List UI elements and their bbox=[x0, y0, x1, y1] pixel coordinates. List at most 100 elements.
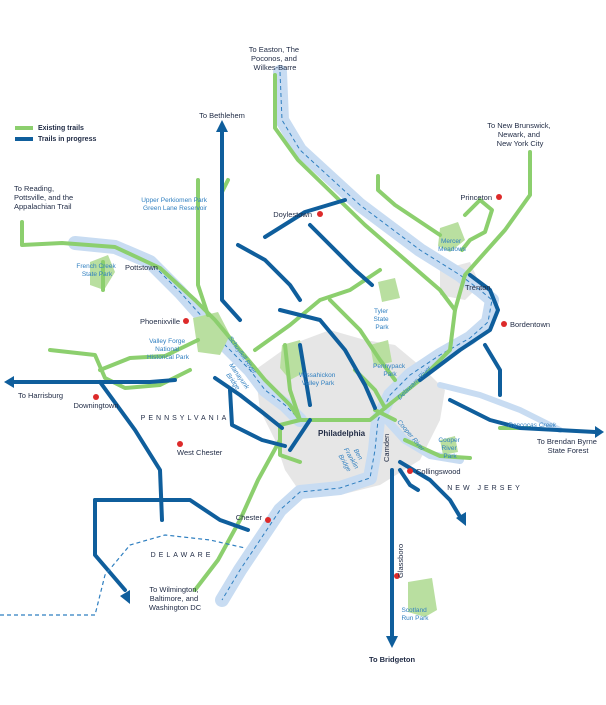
dest-brendan-byrne: To Brendan Byrne State Forest bbox=[537, 437, 599, 455]
trail-wissahickon-blue bbox=[298, 343, 312, 407]
trail-center-ne bbox=[328, 298, 397, 382]
park-french-creek: French Creek State Park bbox=[76, 263, 117, 278]
trail-doylestown bbox=[263, 198, 347, 239]
state-new-jersey: NEW JERSEY bbox=[447, 485, 523, 492]
legend-existing-label: Existing trails bbox=[38, 125, 84, 132]
dest-new-brunswick: To New Brunswick, Newark, and New York C… bbox=[487, 121, 552, 148]
rancocas-creek bbox=[437, 382, 563, 433]
trail-center-diagonal bbox=[253, 268, 382, 352]
legend: Existing trails Trails in progress bbox=[15, 125, 96, 143]
trail-bethlehem bbox=[220, 126, 242, 322]
trails-in-progress bbox=[4, 120, 604, 648]
park-cooper-river: Cooper River Park bbox=[438, 437, 461, 460]
trail-cooper bbox=[403, 438, 472, 460]
trail-reading bbox=[20, 220, 197, 302]
valley-forge-park-shape bbox=[193, 312, 230, 355]
trail-camden bbox=[373, 408, 397, 422]
trail-delaware-blue bbox=[418, 273, 500, 382]
bordentown-marker bbox=[501, 321, 507, 327]
trail-chester-west bbox=[93, 498, 250, 532]
park-pennypack: Pennypack Park bbox=[373, 363, 407, 378]
trail-north-spur bbox=[376, 174, 442, 237]
chester-marker bbox=[265, 517, 271, 523]
parks bbox=[90, 222, 465, 617]
trail-southwest-1 bbox=[213, 376, 284, 430]
state-labels: PENNSYLVANIA NEW JERSEY DELAWARE bbox=[141, 415, 523, 559]
trail-delaware-east bbox=[383, 308, 457, 410]
town-philadelphia: Philadelphia bbox=[318, 429, 366, 438]
trail-princeton-loop bbox=[460, 198, 494, 252]
trail-wissahickon bbox=[283, 343, 302, 422]
trail-harrisburg bbox=[12, 378, 177, 384]
trail-downingtown-south bbox=[98, 380, 164, 522]
trail-easton bbox=[273, 73, 457, 312]
cooper-river-park-shape bbox=[440, 436, 458, 455]
water-rancocas: Rancocas Creek bbox=[508, 422, 557, 429]
arrow-brendan-byrne bbox=[595, 426, 604, 438]
pennypack-park-shape bbox=[370, 340, 392, 366]
tyler-park-shape bbox=[378, 278, 400, 302]
mercer-meadows-shape bbox=[438, 222, 465, 252]
park-tyler: Tyler State Park bbox=[374, 308, 391, 331]
trail-nj-spur bbox=[398, 468, 420, 492]
trail-brendan-byrne bbox=[448, 398, 597, 434]
legend-progress-label: Trails in progress bbox=[38, 136, 96, 143]
trail-schuylkill bbox=[193, 298, 302, 422]
town-trenton: Trenton bbox=[465, 283, 491, 292]
doylestown-marker bbox=[317, 211, 323, 217]
park-labels: Upper Perkiomen Park Green Lane Reservoi… bbox=[76, 197, 466, 622]
arrow-harrisburg bbox=[4, 376, 14, 388]
trail-southwest-2 bbox=[228, 388, 287, 448]
dest-bridgeton: To Bridgeton bbox=[369, 655, 416, 664]
town-glassboro: Glassboro bbox=[396, 544, 405, 578]
arrow-collingswood bbox=[456, 512, 466, 526]
dest-bethlehem: To Bethlehem bbox=[199, 111, 245, 120]
town-camden: Camden bbox=[382, 434, 391, 462]
destination-labels: To Easton, The Poconos, and Wilkes-Barre… bbox=[14, 45, 599, 664]
trail-upper-north bbox=[196, 178, 210, 317]
dest-wilmington: To Wilmington, Baltimore, and Washington… bbox=[149, 585, 202, 612]
dest-harrisburg: To Harrisburg bbox=[18, 391, 63, 400]
trail-philly-west bbox=[278, 423, 302, 464]
trail-bordentown bbox=[483, 343, 502, 397]
phoenixville-marker bbox=[183, 318, 189, 324]
water-ben-franklin: Ben Franklin Bridge bbox=[335, 443, 367, 476]
arrow-wilmington-west bbox=[120, 590, 130, 604]
town-bordentown: Bordentown bbox=[510, 320, 550, 329]
downingtown-marker bbox=[93, 394, 99, 400]
park-wissahickon: Wissahickon Valley Park bbox=[299, 372, 337, 387]
trail-new-york bbox=[453, 150, 532, 312]
trail-wilmington bbox=[193, 438, 282, 592]
glassboro-marker bbox=[394, 573, 400, 579]
trail-ne-grid-2 bbox=[308, 223, 374, 287]
dest-reading: To Reading, Pottsville, and the Appalach… bbox=[14, 184, 75, 211]
west-chester-marker bbox=[177, 441, 183, 447]
trail-collingswood bbox=[398, 460, 464, 522]
state-delaware: DELAWARE bbox=[151, 552, 214, 559]
arrow-bethlehem bbox=[216, 120, 228, 132]
park-mercer: Mercer Meadows bbox=[438, 238, 467, 253]
town-pottstown: Pottstown bbox=[125, 263, 158, 272]
arrow-bridgeton bbox=[386, 636, 398, 648]
trail-west-chester bbox=[93, 498, 127, 592]
delaware-river-line bbox=[221, 71, 493, 601]
delaware-state-border bbox=[0, 534, 246, 616]
trail-ne-grid-1 bbox=[236, 243, 302, 302]
trail-valley-forge-west bbox=[98, 338, 200, 372]
town-chester: Chester bbox=[236, 513, 263, 522]
state-pennsylvania: PENNSYLVANIA bbox=[141, 415, 230, 422]
town-west-chester: West Chester bbox=[177, 448, 223, 457]
princeton-marker bbox=[496, 194, 502, 200]
town-collingswood: Collingswood bbox=[416, 467, 461, 476]
town-princeton: Princeton bbox=[460, 193, 492, 202]
collingswood-marker bbox=[407, 468, 413, 474]
trail-philly-loop bbox=[278, 406, 387, 427]
trail-philly-blue bbox=[288, 418, 312, 452]
town-downingtown: Downingtown bbox=[73, 401, 118, 410]
existing-trails bbox=[20, 73, 532, 592]
scotland-run-park-shape bbox=[408, 578, 437, 617]
dest-easton: To Easton, The Poconos, and Wilkes-Barre bbox=[249, 45, 301, 72]
trail-center-blue bbox=[278, 308, 377, 410]
town-phoenixville: Phoenixville bbox=[140, 317, 180, 326]
